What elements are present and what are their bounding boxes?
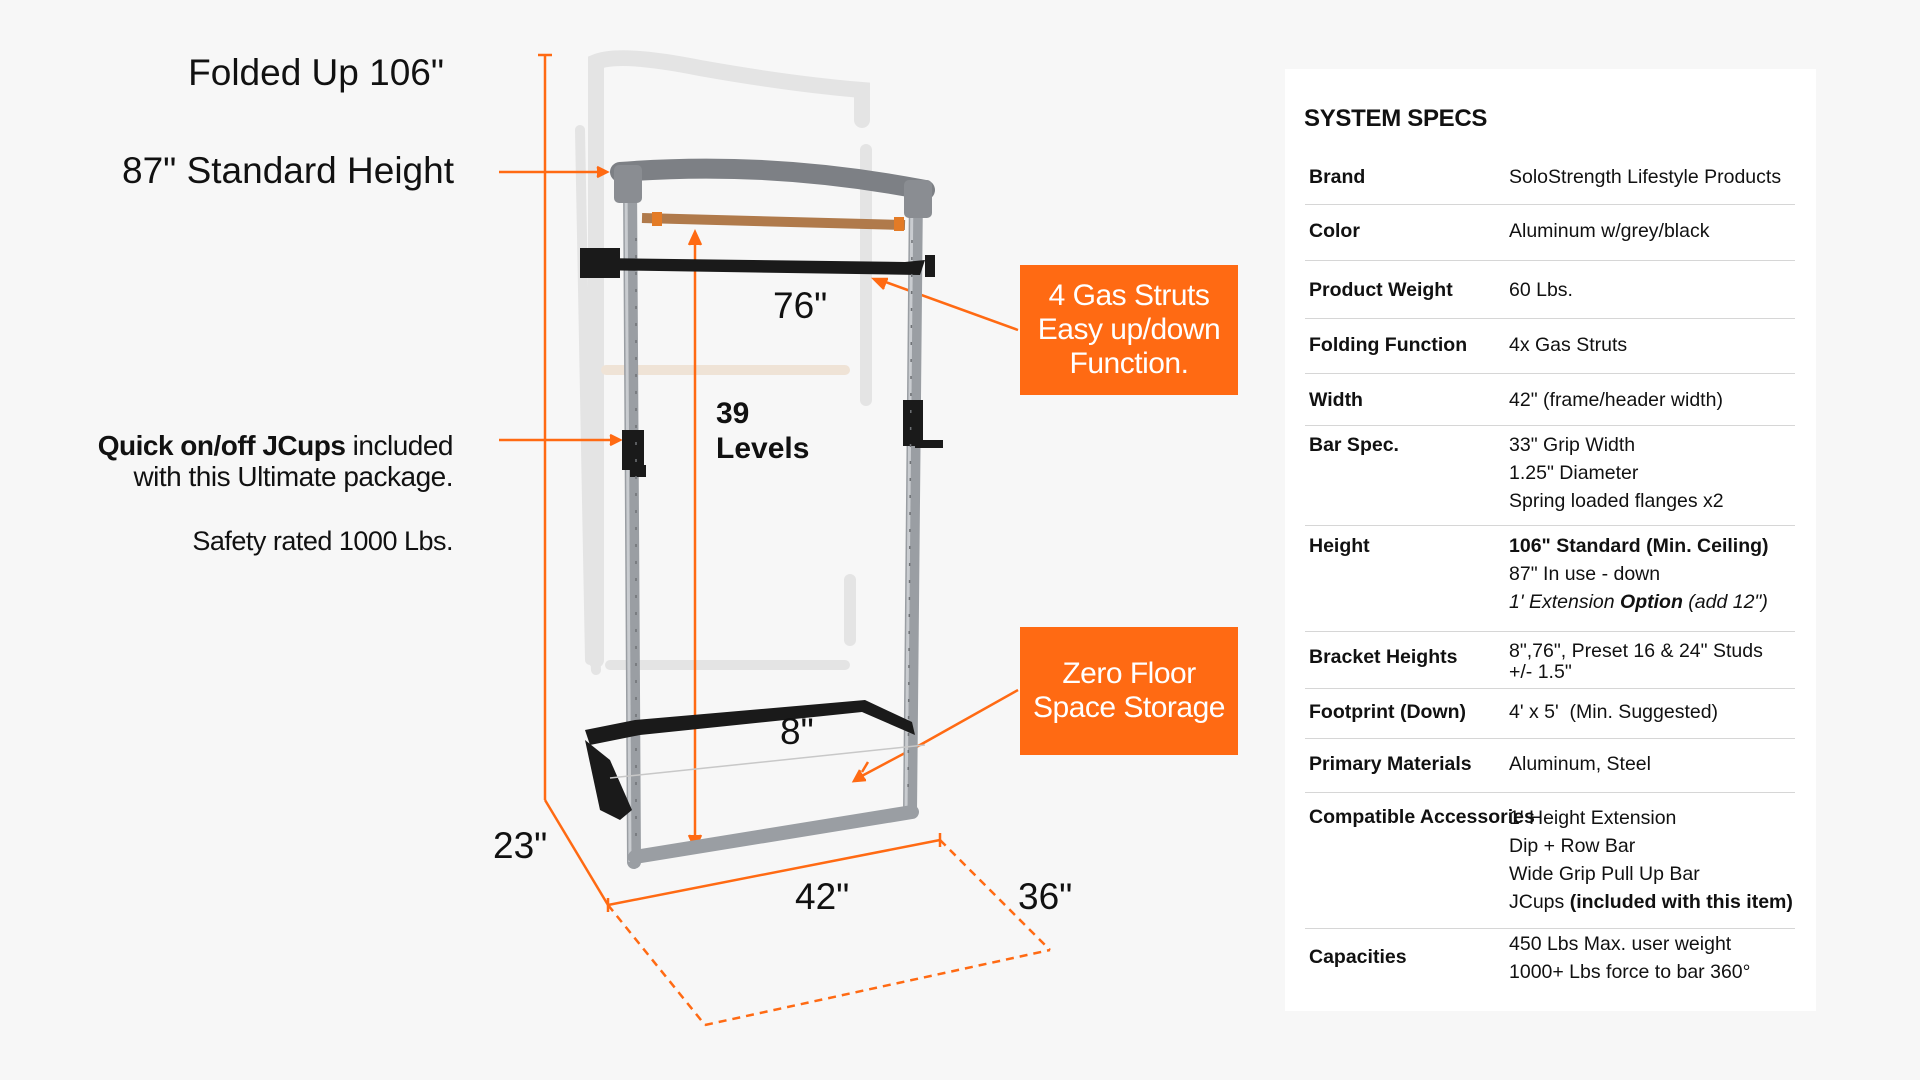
spec-value: 60 Lbs.: [1509, 279, 1573, 301]
spec-value-line: 33" Grip Width: [1509, 434, 1636, 456]
specs-title: SYSTEM SPECS: [1304, 105, 1488, 132]
spec-value: Aluminum, Steel: [1509, 753, 1651, 775]
folded-up-height-label: Folded Up 106": [188, 52, 444, 93]
spec-row-width: Width 42" (frame/header width): [1305, 373, 1795, 426]
extension-note: (add 12"): [1682, 591, 1768, 613]
spec-label-line: Accessories: [1419, 806, 1535, 828]
spec-label: Primary Materials: [1309, 753, 1472, 775]
height-dimension-line: [538, 53, 610, 906]
bottom-bar: [628, 805, 919, 864]
spec-value-line: 1' Extension Option (add 12"): [1509, 588, 1769, 616]
spec-value: SoloStrength Lifestyle Products: [1509, 166, 1782, 188]
spec-label: Bar Spec.: [1309, 434, 1399, 456]
gas-struts-line2: Easy up/down: [1037, 313, 1221, 346]
spec-value-line: 87" In use - down: [1509, 563, 1661, 585]
spec-value-line: JCups (included with this item): [1509, 888, 1793, 916]
floor-storage-callout-box: Zero Floor Space Storage: [1020, 627, 1238, 755]
right-jcup: [903, 400, 943, 448]
width-dimension: 42": [795, 876, 850, 917]
jcups-callout-bold: Quick on/off JCups: [97, 430, 346, 461]
spec-row-bar-spec: Bar Spec. 33" Grip Width 1.25" Diameter …: [1305, 425, 1795, 526]
header-bar: [610, 158, 935, 200]
spec-row-compatible-accessories: Compatible Accessories 1' Height Extensi…: [1305, 792, 1795, 929]
spec-value: 4x Gas Struts: [1509, 334, 1628, 356]
spec-label: Compatible Accessories: [1309, 803, 1535, 831]
spec-label-line: Compatible: [1309, 806, 1416, 828]
spec-value-line: 450 Lbs Max. user weight: [1509, 933, 1732, 955]
spec-label: Width: [1309, 389, 1363, 411]
spec-value-line: 1000+ Lbs force to bar 360°: [1509, 961, 1751, 983]
standard-height-label: 87" Standard Height: [122, 150, 454, 191]
spec-row-brand: Brand SoloStrength Lifestyle Products: [1305, 154, 1795, 205]
jcups-callout-line2: with this Ultimate package.: [133, 461, 453, 492]
gas-struts-callout-box: 4 Gas Struts Easy up/down Function.: [1020, 265, 1238, 395]
floor-storage-line1: Zero Floor: [1062, 657, 1196, 690]
jcups-callout: Quick on/off JCups included with this Ul…: [60, 430, 454, 492]
rack-diagram: [499, 50, 1051, 1027]
spec-label: Brand: [1309, 166, 1366, 188]
lower-wall-bracket: [585, 700, 915, 745]
spec-label: Product Weight: [1309, 279, 1453, 301]
safety-rating-label: Safety rated 1000 Lbs.: [192, 526, 453, 556]
spec-row-footprint: Footprint (Down) 4' x 5' (Min. Suggested…: [1305, 688, 1795, 739]
spec-label: Footprint (Down): [1309, 701, 1467, 723]
spec-value-line: Dip + Row Bar: [1509, 835, 1636, 857]
spec-label: Height: [1309, 535, 1370, 557]
spec-value-line: Wide Grip Pull Up Bar: [1509, 863, 1700, 885]
upper-bracket-dimension: 76": [773, 285, 828, 326]
depth-dimension: 36": [1018, 876, 1073, 917]
callout-lines: [499, 165, 1019, 851]
spec-row-primary-materials: Primary Materials Aluminum, Steel: [1305, 738, 1795, 793]
spec-row-height: Height 106" Standard (Min. Ceiling) 87" …: [1305, 525, 1795, 632]
spec-value: 8",76", Preset 16 & 24" Studs +/- 1.5": [1509, 641, 1763, 683]
spec-label: Capacities: [1309, 946, 1407, 968]
lower-bracket-dimension: 8": [780, 711, 814, 752]
spec-row-color: Color Aluminum w/grey/black: [1305, 204, 1795, 261]
spec-label: Bracket Heights: [1309, 646, 1458, 668]
floor-footprint: [606, 833, 1051, 1027]
spec-row-folding-function: Folding Function 4x Gas Struts: [1305, 318, 1795, 374]
extension-option: Option: [1620, 591, 1683, 613]
left-upright: [623, 173, 641, 869]
spec-row-bracket-heights: Bracket Heights 8",76", Preset 16 & 24" …: [1305, 631, 1795, 689]
system-specs-panel: SYSTEM SPECS Brand SoloStrength Lifestyl…: [1285, 69, 1816, 1011]
spec-value-line: 1' Height Extension: [1509, 807, 1677, 829]
spec-value: 42" (frame/header width): [1509, 389, 1723, 411]
spec-value: 4' x 5' (Min. Suggested): [1509, 701, 1719, 723]
jcups-callout-rest: included: [345, 430, 454, 461]
rack-frame: [580, 158, 943, 869]
spec-value: Aluminum w/grey/black: [1509, 220, 1710, 242]
jcups-included-note: (included with this item): [1569, 891, 1793, 913]
left-jcup: [622, 430, 646, 477]
spec-value: 450 Lbs Max. user weight 1000+ Lbs force…: [1509, 930, 1750, 986]
pull-up-bar: [641, 213, 906, 230]
spec-value-line: 106" Standard (Min. Ceiling): [1509, 535, 1769, 557]
folded-frame-ghost: [575, 50, 872, 675]
levels-word: Levels: [716, 432, 810, 465]
depth-vertical-dimension: 23": [493, 825, 548, 866]
levels-label: 39 Levels: [716, 396, 809, 466]
spec-value-line: Spring loaded flanges x2: [1509, 490, 1724, 512]
spec-value-line: +/- 1.5": [1509, 661, 1572, 683]
levels-number: 39: [716, 397, 750, 430]
extension-text: 1' Extension: [1509, 591, 1621, 613]
gas-struts-line3: Function.: [1069, 347, 1189, 380]
right-upright: [903, 183, 923, 819]
spec-row-capacities: Capacities 450 Lbs Max. user weight 1000…: [1305, 928, 1795, 998]
spec-value: 33" Grip Width 1.25" Diameter Spring loa…: [1509, 431, 1724, 515]
upper-wall-bracket: [585, 255, 925, 275]
spec-row-product-weight: Product Weight 60 Lbs.: [1305, 260, 1795, 319]
spec-value: 106" Standard (Min. Ceiling) 87" In use …: [1509, 532, 1769, 616]
spec-label: Folding Function: [1309, 334, 1468, 356]
spec-value-line: 1.25" Diameter: [1509, 462, 1639, 484]
spec-value-line: 8",76", Preset 16 & 24" Studs: [1509, 640, 1763, 662]
gas-struts-line1: 4 Gas Struts: [1048, 279, 1210, 312]
jcups-text: JCups: [1509, 891, 1570, 913]
spec-label: Color: [1309, 220, 1360, 242]
floor-storage-line2: Space Storage: [1033, 691, 1225, 724]
spec-value: 1' Height Extension Dip + Row Bar Wide G…: [1509, 804, 1793, 916]
